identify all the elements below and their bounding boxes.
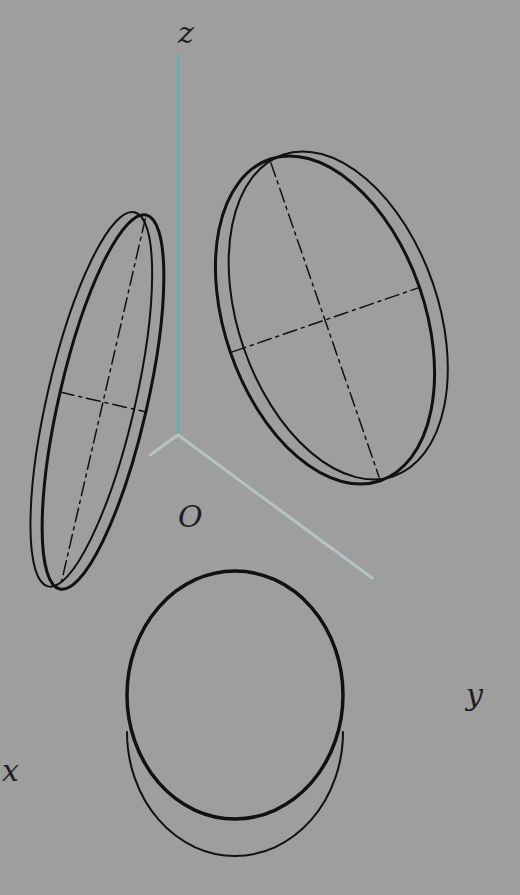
origin-label: O <box>178 502 203 532</box>
axis-label: z <box>178 18 194 48</box>
profile-disc <box>5 202 189 599</box>
y-axis <box>178 435 372 578</box>
frontal-disc <box>175 122 488 513</box>
z-axis <box>177 55 180 435</box>
horizontal-disc <box>127 571 343 856</box>
x-axis <box>150 435 178 455</box>
axis-label: y <box>466 680 483 710</box>
axis-label: x <box>2 756 19 786</box>
